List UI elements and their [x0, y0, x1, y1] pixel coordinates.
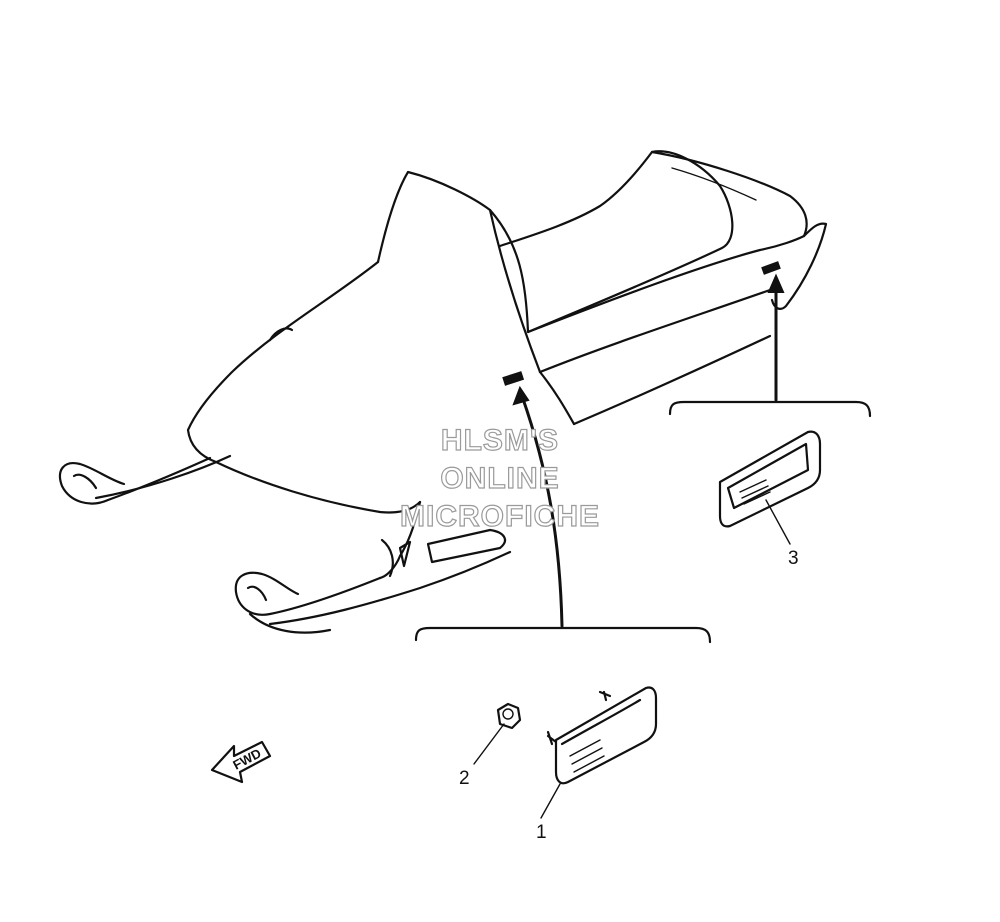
- right-ski: [234, 571, 382, 616]
- right-ski-tip-inner: [246, 585, 268, 602]
- rear-flap: [770, 222, 828, 310]
- seat-seam: [671, 167, 757, 201]
- fwd-arrow-icon: FWD: [210, 740, 272, 784]
- reflector-stud-right: [598, 690, 612, 702]
- watermark-line-2: ONLINE: [440, 462, 559, 495]
- seat-top-edge: [650, 150, 808, 238]
- windshield: [376, 170, 542, 374]
- skis-drawing: [58, 454, 512, 634]
- hood-knob: [268, 327, 294, 342]
- callout-3-leader: [765, 499, 791, 545]
- callout-1-leader: [540, 783, 561, 819]
- watermark: HLSM'S ONLINE MICROFICHE: [399, 423, 600, 533]
- seat-side: [526, 234, 806, 334]
- callout-3: 3: [788, 548, 799, 569]
- left-ski-runner: [94, 454, 232, 500]
- right-ski-runner: [268, 550, 512, 626]
- body-vent: [398, 540, 412, 568]
- left-ski: [58, 456, 212, 505]
- seat-outline: [488, 150, 734, 334]
- callout-2: 2: [459, 768, 470, 789]
- part-1-front-reflector: [546, 686, 658, 785]
- rear-group-bracket: [668, 400, 872, 418]
- part-2-nut: [496, 702, 522, 730]
- callout-2-leader: [473, 723, 505, 765]
- front-leader-arrowhead: [512, 385, 530, 406]
- rear-leader-arrowhead: [767, 273, 785, 293]
- leader-arrows: [512, 273, 785, 628]
- lower-front-body: [378, 500, 422, 580]
- left-ski-tip-inner: [72, 473, 98, 490]
- right-ski-lower: [248, 612, 332, 634]
- lower-cowl-cutout: [426, 528, 507, 564]
- body-side-panel: [538, 288, 772, 374]
- watermark-line-3: MICROFICHE: [400, 500, 600, 533]
- callout-1: 1: [536, 822, 547, 843]
- front-group-bracket: [414, 626, 712, 644]
- hood-side: [538, 370, 576, 426]
- watermark-line-1: HLSM'S: [441, 424, 559, 457]
- front-leader-line: [520, 394, 564, 628]
- reflector-mount-front: [502, 371, 525, 386]
- front-bumper-curve: [380, 538, 394, 578]
- reflector-stud-left: [546, 730, 558, 746]
- reflector-mount-rear: [761, 261, 781, 275]
- body-lower-line: [572, 334, 772, 426]
- hood-outline: [186, 260, 422, 514]
- snowmobile-drawing: [186, 150, 828, 580]
- part-3-rear-reflector: [718, 430, 822, 528]
